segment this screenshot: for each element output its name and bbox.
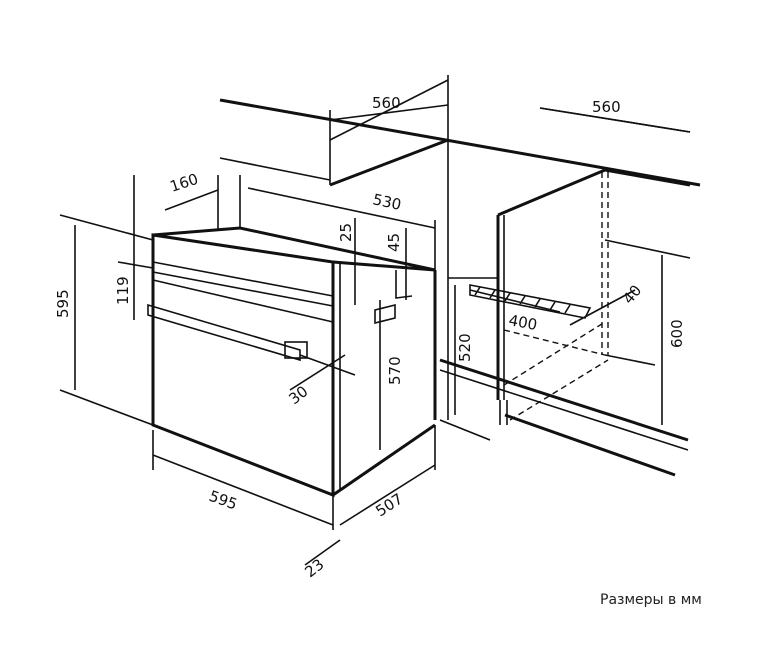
dim-595-width: 595 — [207, 487, 240, 514]
units-note: Размеры в мм — [600, 592, 702, 608]
dim-30: 30 — [285, 382, 311, 408]
dimension-lines — [59, 104, 691, 566]
dim-595-height: 595 — [54, 289, 72, 318]
dim-570: 570 — [386, 356, 404, 385]
vent-hatch — [469, 284, 592, 319]
cabinet-lines — [219, 75, 701, 477]
dim-600: 600 — [668, 319, 686, 348]
dim-560-left: 560 — [372, 94, 401, 112]
dim-507: 507 — [372, 490, 406, 521]
dim-25: 25 — [337, 223, 355, 242]
dim-520: 520 — [456, 333, 474, 362]
dim-530: 530 — [371, 190, 403, 214]
dim-40: 40 — [619, 281, 645, 307]
dim-400: 400 — [507, 311, 538, 334]
dim-160: 160 — [168, 170, 201, 196]
dim-119: 119 — [114, 276, 132, 305]
dim-23: 23 — [301, 555, 327, 581]
dim-560-right: 560 — [592, 98, 621, 116]
dim-45: 45 — [385, 233, 403, 252]
